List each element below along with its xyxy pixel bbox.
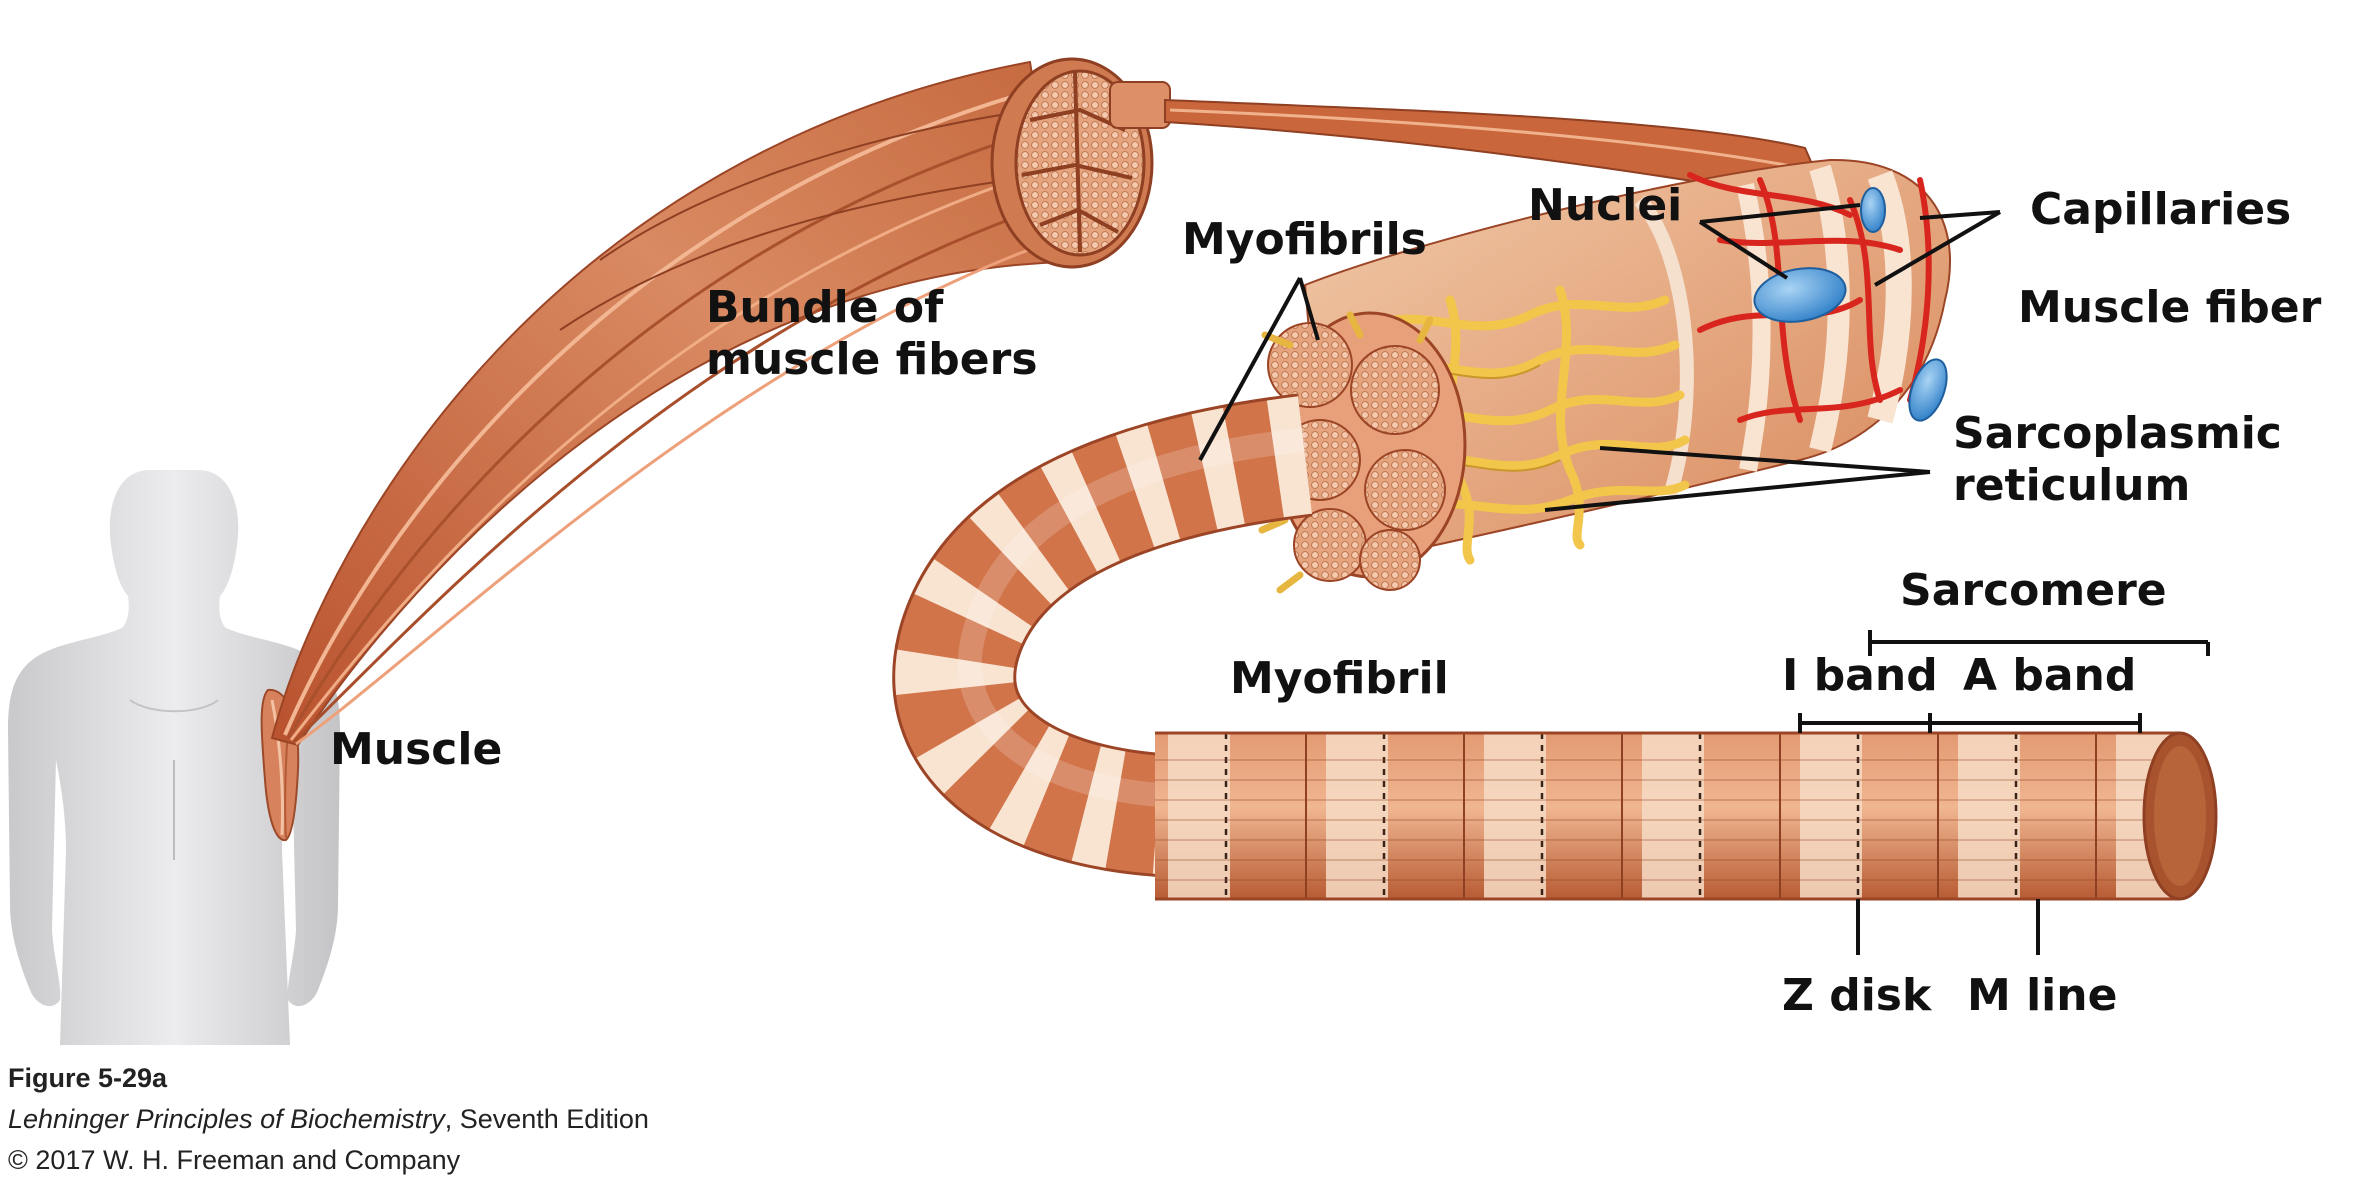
copyright: © 2017 W. H. Freeman and Company (8, 1145, 461, 1176)
i-band-segment (1168, 733, 1230, 899)
leader-lines (1198, 203, 2210, 955)
label-a-band: A band (1963, 650, 2137, 701)
nucleus (1753, 267, 1847, 323)
label-bundle-of-muscle-fibers: Bundle of muscle fibers (706, 282, 1038, 385)
label-z-disk: Z disk (1782, 970, 1932, 1021)
myofibrils-cross-section (1251, 311, 1467, 594)
label-capillaries: Capillaries (2030, 184, 2292, 235)
label-nuclei: Nuclei (1528, 180, 1683, 231)
figure-caption: Figure 5-29a Lehninger Principles of Bio… (8, 1058, 649, 1181)
i-band-segment (1642, 733, 1704, 899)
i-band-segment (1800, 733, 1862, 899)
nucleus (1908, 358, 1948, 422)
myofibril-tube (892, 393, 1313, 877)
book-edition: , Seventh Edition (444, 1104, 649, 1135)
book-title: Lehninger Principles of Biochemistry (8, 1104, 445, 1135)
label-sarcoplasmic-reticulum: Sarcoplasmic reticulum (1953, 408, 2282, 511)
i-band-segment (1958, 733, 2020, 899)
label-myofibrils: Myofibrils (1182, 214, 1427, 265)
label-muscle-fiber: Muscle fiber (2018, 282, 2322, 333)
muscle-bundle-fan (270, 60, 1064, 747)
nucleus (1860, 187, 1886, 233)
book-credit: Lehninger Principles of Biochemistry, Se… (8, 1099, 649, 1140)
label-myofibril: Myofibril (1230, 653, 1449, 704)
myofibril-cylinder (1155, 731, 2218, 901)
label-muscle: Muscle (330, 724, 503, 775)
human-body-silhouette (8, 470, 340, 1045)
i-band-segment (1484, 733, 1546, 899)
label-m-line: M line (1967, 970, 2118, 1021)
i-band-segment (1326, 733, 1388, 899)
bundle-cross-section (990, 57, 1171, 269)
label-i-band: I band (1782, 650, 1938, 701)
figure-number: Figure 5-29a (8, 1063, 168, 1093)
label-sarcomere: Sarcomere (1900, 565, 2167, 616)
